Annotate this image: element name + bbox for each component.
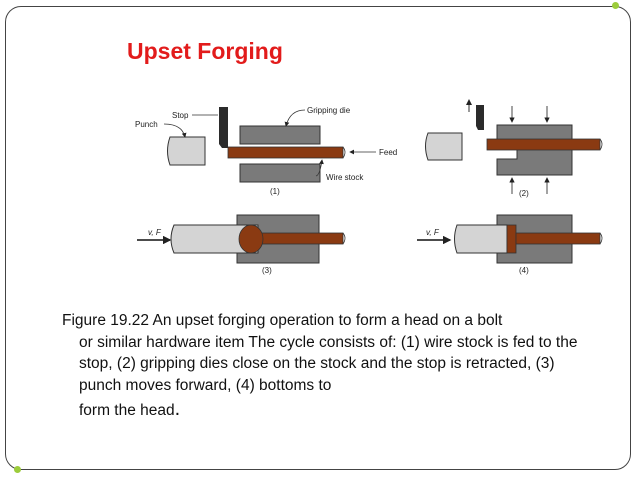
caption-line-1: Figure 19.22 An upset forging operation … — [62, 312, 503, 329]
caption-body: or similar hardware item The cycle consi… — [79, 333, 578, 394]
caption-last-line: form the head. — [62, 398, 592, 422]
wire-stock-1 — [227, 146, 344, 159]
corner-dot-top-right — [612, 2, 619, 9]
wire-stock-4 — [515, 232, 601, 245]
gripping-die-lower-1 — [239, 163, 321, 183]
label-gripping-die: Gripping die — [307, 106, 351, 115]
figure-caption: Figure 19.22 An upset forging operation … — [62, 310, 592, 422]
stop-2 — [476, 105, 484, 130]
step-2-diagram: (2) — [425, 99, 603, 198]
punch-3 — [170, 224, 259, 254]
label-wire-stock: Wire stock — [326, 173, 364, 182]
wire-stock-2 — [486, 138, 601, 151]
label-feed: Feed — [379, 148, 397, 157]
step-4-diagram: v, F (4) — [417, 214, 603, 275]
label-punch: Punch — [135, 120, 158, 129]
formed-head-4 — [506, 224, 517, 254]
punch-4 — [454, 224, 508, 254]
step-label-1: (1) — [270, 187, 280, 196]
label-vf-4: v, F — [426, 228, 440, 237]
wire-stock-3 — [253, 232, 344, 245]
step-label-3: (3) — [262, 266, 272, 275]
corner-dot-bottom-left — [14, 466, 21, 473]
upset-forging-figure: Stop Punch Gripping die Feed Wire stock … — [135, 99, 603, 275]
stop-1 — [219, 107, 228, 148]
step-3-diagram: v, F (3) — [137, 214, 346, 275]
step-label-4: (4) — [519, 266, 529, 275]
step-1-diagram: Stop Punch Gripping die Feed Wire stock … — [135, 106, 397, 196]
punch-1 — [167, 136, 206, 166]
step-label-2: (2) — [519, 189, 529, 198]
upset-bulge-3 — [238, 224, 264, 254]
caption-last-text: form the head — [79, 402, 175, 419]
caption-period: . — [174, 398, 181, 420]
gripping-die-upper-1 — [239, 125, 321, 145]
label-vf-3: v, F — [148, 228, 162, 237]
punch-2 — [425, 132, 463, 161]
label-stop: Stop — [172, 111, 189, 120]
slide-title: Upset Forging — [127, 38, 283, 64]
